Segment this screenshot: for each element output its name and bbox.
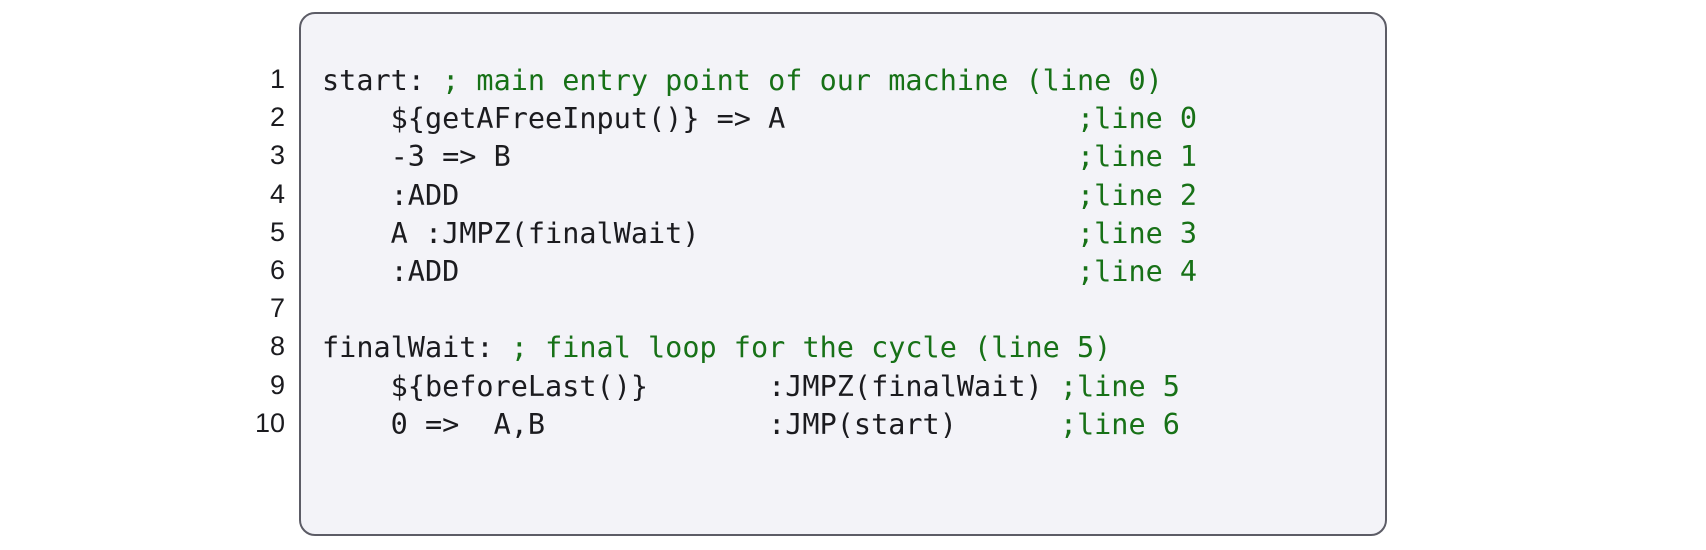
code-source: -3 => B [322, 140, 1077, 174]
code-comment: ; main entry point of our machine (line … [442, 64, 1163, 97]
code-source: ${beforeLast()} :JMPZ(finalWait) [322, 369, 1060, 403]
code-line[interactable]: 0 => A,B :JMP(start) ;line 6 [322, 406, 1385, 444]
code-comment: ;line 1 [1076, 140, 1198, 174]
line-number: 3 [269, 140, 285, 171]
code-source: :ADD [322, 254, 1077, 288]
code-source: start: [322, 64, 443, 97]
line-number-gutter: 1 2 3 4 5 6 7 8 9 10 [247, 12, 299, 536]
code-comment: ;line 4 [1076, 254, 1198, 288]
line-number: 8 [269, 331, 285, 362]
code-comment: ;line 5 [1059, 369, 1180, 403]
code-line[interactable]: ${getAFreeInput()} => A ;line 0 [322, 100, 1385, 138]
code-source: :ADD [322, 178, 1077, 212]
code-line[interactable]: ${beforeLast()} :JMPZ(finalWait) ;line 5 [322, 368, 1385, 406]
code-line[interactable]: A :JMPZ(finalWait) ;line 3 [322, 215, 1385, 253]
line-number: 10 [254, 407, 285, 438]
code-line[interactable]: finalWait: ; final loop for the cycle (l… [322, 329, 1385, 367]
code-comment: ;line 3 [1076, 216, 1198, 250]
code-line[interactable] [322, 291, 1385, 329]
line-number: 6 [269, 254, 285, 285]
line-number: 7 [269, 293, 285, 324]
code-body[interactable]: start: ; main entry point of our machine… [301, 14, 1385, 444]
code-comment: ;line 0 [1076, 102, 1198, 136]
code-line[interactable]: :ADD ;line 4 [322, 253, 1385, 291]
code-source: A :JMPZ(finalWait) [322, 216, 1077, 250]
line-number: 1 [269, 64, 285, 94]
line-number: 9 [269, 369, 285, 400]
code-source: ${getAFreeInput()} => A [322, 102, 1077, 136]
code-source: 0 => A,B :JMP(start) [322, 407, 1060, 441]
code-figure: 1 2 3 4 5 6 7 8 9 10 start: ; main entry point of… [247, 12, 1387, 536]
code-panel[interactable]: start: ; main entry point of our machine… [299, 12, 1387, 536]
line-number: 4 [269, 178, 285, 209]
code-comment: ;line 2 [1076, 178, 1198, 212]
line-number: 5 [269, 216, 285, 247]
line-number: 2 [269, 102, 285, 133]
code-source: finalWait: [322, 331, 511, 365]
code-line[interactable]: -3 => B ;line 1 [322, 138, 1385, 176]
code-line[interactable]: :ADD ;line 2 [322, 177, 1385, 215]
code-comment: ;line 6 [1059, 407, 1180, 441]
code-comment: ; final loop for the cycle (line 5) [510, 331, 1112, 365]
code-line[interactable]: start: ; main entry point of our machine… [322, 62, 1385, 100]
